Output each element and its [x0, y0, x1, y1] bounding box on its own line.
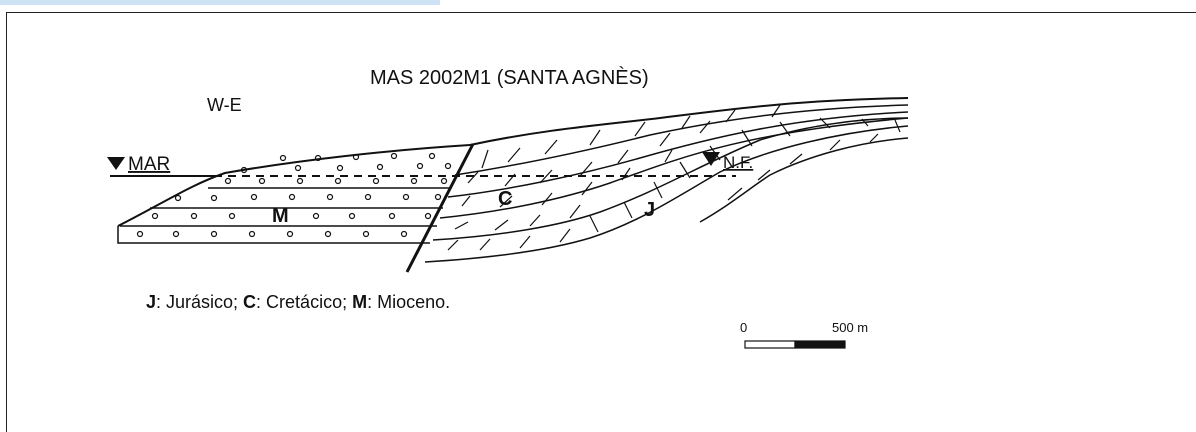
scale-bar-white-segment	[744, 340, 796, 349]
figure-frame	[6, 12, 1196, 432]
geologic-cross-section: MAS 2002M1 (SANTA AGNÈS) W-E MAR M	[107, 66, 909, 349]
sea-level-label: MAR	[128, 154, 170, 175]
water-level-triangle-icon	[702, 152, 720, 166]
legend-j-name: : Jurásico;	[156, 292, 243, 312]
orientation-label: W-E	[207, 95, 242, 115]
legend-m-key: M	[352, 292, 367, 312]
water-level-label: N.F.	[723, 153, 753, 172]
legend-c-key: C	[243, 292, 256, 312]
conglomerate-pattern	[136, 152, 452, 238]
section-title: MAS 2002M1 (SANTA AGNÈS)	[370, 66, 649, 89]
jurassic-label: J	[644, 199, 655, 221]
legend-c-name: : Cretácico;	[256, 292, 352, 312]
sea-level-triangle-icon	[107, 157, 125, 170]
legend-m-name: : Mioceno.	[367, 292, 450, 312]
selection-highlight-bar	[0, 0, 440, 5]
miocene-label: M	[272, 205, 289, 227]
scale-end-label: 500 m	[832, 320, 868, 335]
scale-start-label: 0	[740, 320, 747, 335]
legend-j-key: J	[146, 292, 156, 312]
miocene-unit	[117, 144, 471, 244]
unit-legend: J: Jurásico; C: Cretácico; M: Mioceno.	[146, 292, 450, 312]
scale-bar-black-segment	[794, 340, 846, 349]
mesozoic-folded-strata	[424, 97, 909, 263]
fault-line	[405, 143, 475, 273]
cretaceous-label: C	[498, 188, 512, 210]
